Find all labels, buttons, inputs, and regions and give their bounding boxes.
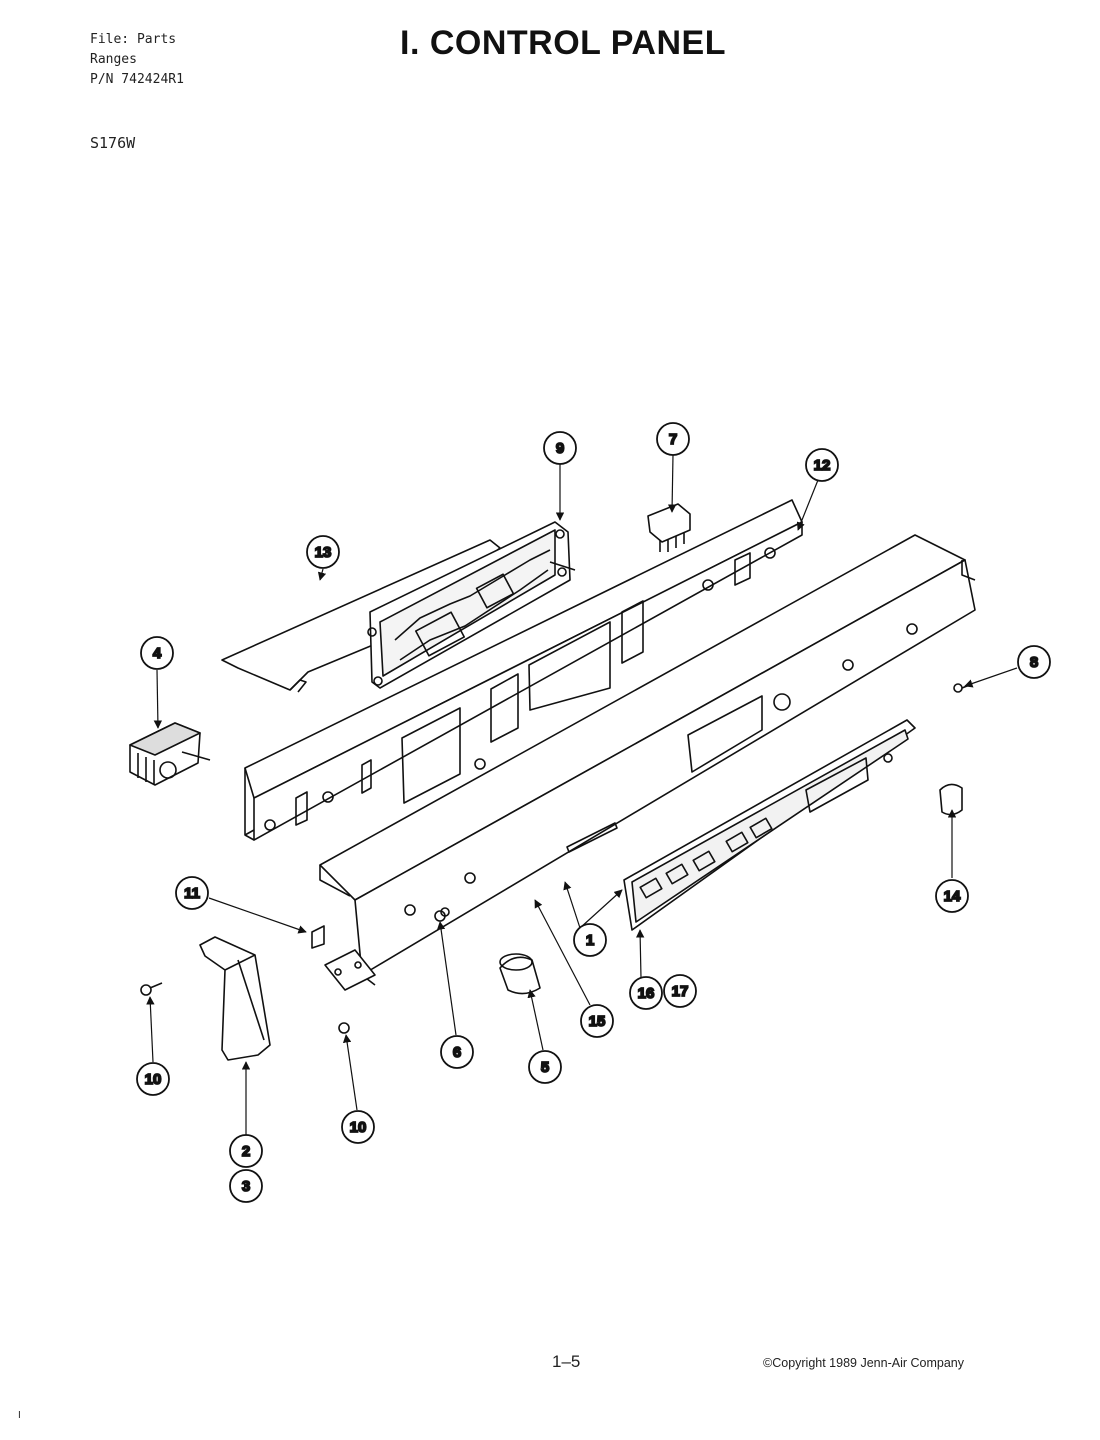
part-8-screw [953, 683, 973, 693]
callouts: 9 7 12 13 4 8 11 14 1 16 17 15 6 5 10 10… [136, 422, 1051, 1203]
header-file-line: File: Parts [90, 32, 177, 47]
header-part-number: P/N 742424R1 [90, 72, 184, 87]
callout-3: 3 [229, 1169, 263, 1203]
callout-8-label: 8 [1030, 654, 1038, 671]
part-6-screw [434, 910, 446, 922]
callout-6: 6 [440, 1035, 474, 1069]
part-11-clip [311, 925, 325, 949]
callout-15-label: 15 [589, 1013, 606, 1030]
callout-6-label: 6 [453, 1044, 461, 1061]
callout-8: 8 [1017, 645, 1051, 679]
end-bracket [324, 949, 376, 991]
callout-10-bottom: 10 [341, 1110, 375, 1144]
callout-16-label: 16 [638, 985, 655, 1002]
callout-1-label: 1 [586, 932, 594, 949]
callout-14-label: 14 [944, 888, 961, 905]
callout-4-label: 4 [153, 645, 162, 662]
part-14-knob [939, 783, 963, 816]
part-9-control-board [367, 521, 576, 689]
page-number: 1–5 [552, 1352, 581, 1371]
callout-10-left: 10 [136, 1062, 170, 1096]
part-4-infinite-switch [129, 722, 211, 786]
leader-lines [146, 454, 1018, 1135]
callout-11-label: 11 [184, 885, 200, 902]
callout-3-label: 3 [242, 1178, 250, 1195]
callout-10-bottom-label: 10 [350, 1119, 367, 1136]
part-10-screw-bottom [338, 1022, 350, 1034]
callout-15: 15 [580, 1004, 614, 1038]
callout-5-label: 5 [541, 1059, 549, 1076]
part-2-3-end-cap [199, 936, 271, 1061]
callout-7: 7 [656, 422, 690, 456]
callout-2-label: 2 [242, 1143, 250, 1160]
copyright-notice: ©Copyright 1989 Jenn-Air Company [763, 1356, 964, 1370]
part-13-mounting-plate [221, 539, 501, 693]
callout-2: 2 [229, 1134, 263, 1168]
callout-7-label: 7 [669, 431, 677, 448]
part-16-17-overlay-trim [623, 719, 916, 931]
callout-12-label: 12 [814, 457, 831, 474]
callout-5: 5 [528, 1050, 562, 1084]
callout-17-label: 17 [672, 983, 689, 1000]
part-7-switch [647, 503, 691, 552]
corner-mark: I [18, 1410, 21, 1421]
page-title: I. CONTROL PANEL [400, 24, 726, 62]
callout-4: 4 [140, 636, 174, 670]
callout-1: 1 [573, 923, 607, 957]
callout-17: 17 [663, 974, 697, 1008]
callout-13-label: 13 [315, 544, 332, 561]
callout-14: 14 [935, 879, 969, 913]
callout-12: 12 [805, 448, 839, 482]
callout-16: 16 [629, 976, 663, 1010]
header-category-line: Ranges [90, 52, 137, 67]
callout-13: 13 [306, 535, 340, 569]
part-12-rear-panel [244, 499, 803, 841]
callout-10-left-label: 10 [145, 1071, 162, 1088]
part-10-screw-left [140, 982, 163, 996]
part-15-main-channel [319, 534, 976, 986]
model-number: S176W [90, 134, 136, 152]
callout-9: 9 [543, 431, 577, 465]
callout-11: 11 [175, 876, 209, 910]
callout-9-label: 9 [556, 440, 564, 457]
part-5-knob [499, 953, 541, 995]
